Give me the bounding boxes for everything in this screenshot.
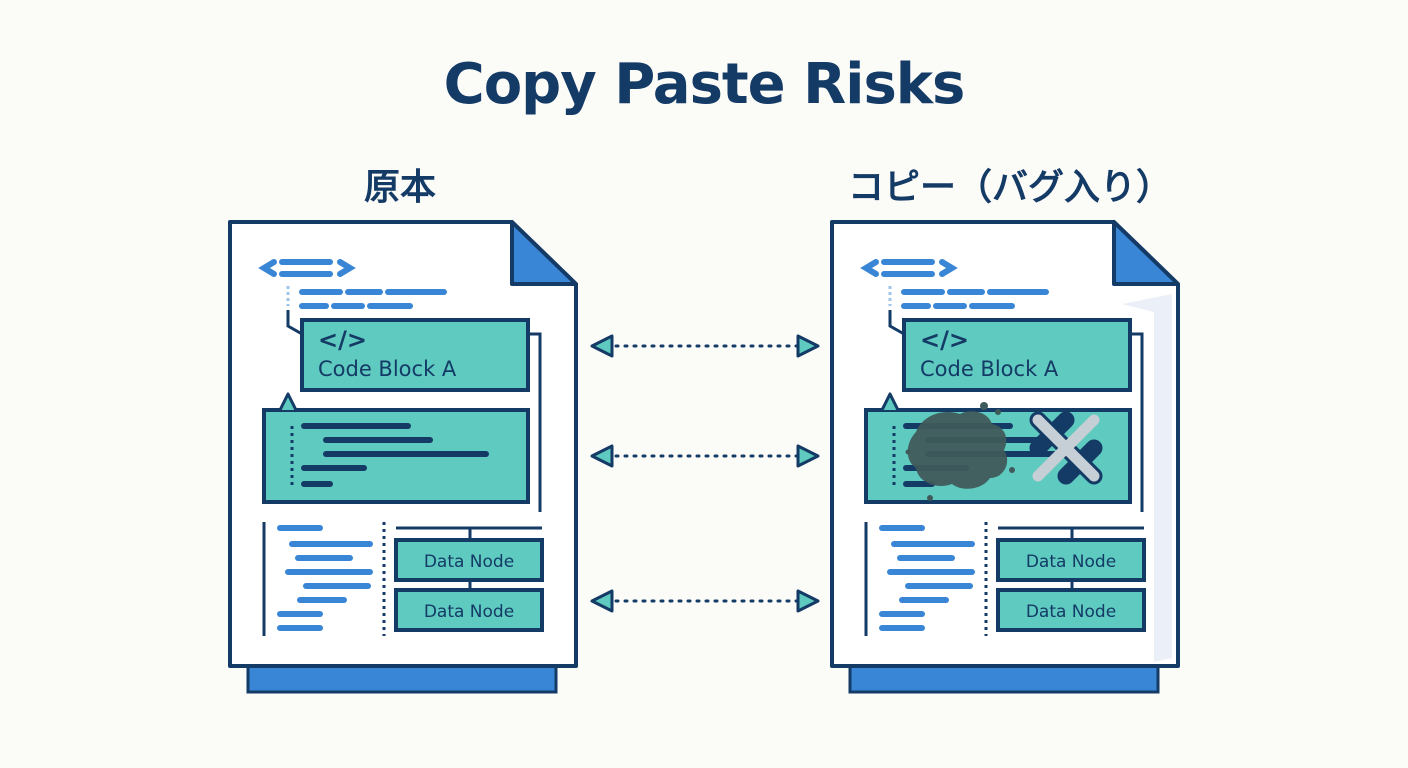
- page-title: Copy Paste Risks: [443, 52, 966, 117]
- original-code-block-label: Code Block A: [318, 357, 457, 381]
- copy-code-block-label: Code Block A: [920, 357, 1059, 381]
- error-x-icon: [1029, 411, 1103, 485]
- double-arrow-icon: [590, 589, 820, 613]
- original-code-icon: </>: [318, 326, 367, 354]
- double-arrow-icon: [590, 444, 820, 468]
- copy-document: </> Code Block A Data Node Data Node: [832, 222, 1178, 692]
- original-middle-code-lines: [301, 423, 489, 487]
- ink-stain-icon: [905, 402, 1015, 501]
- copy-doc-label: コピー（バグ入り）: [847, 167, 1172, 208]
- original-data-node-1: Data Node: [424, 552, 514, 572]
- copy-code-icon: </>: [920, 326, 969, 354]
- double-arrow-icon: [590, 334, 820, 358]
- copy-data-node-2: Data Node: [1026, 602, 1116, 622]
- copy-data-node-1: Data Node: [1026, 552, 1116, 572]
- original-data-node-2: Data Node: [424, 602, 514, 622]
- original-doc-label: 原本: [363, 167, 436, 208]
- original-document: </> Code Block A Data Node Data Node: [230, 222, 576, 692]
